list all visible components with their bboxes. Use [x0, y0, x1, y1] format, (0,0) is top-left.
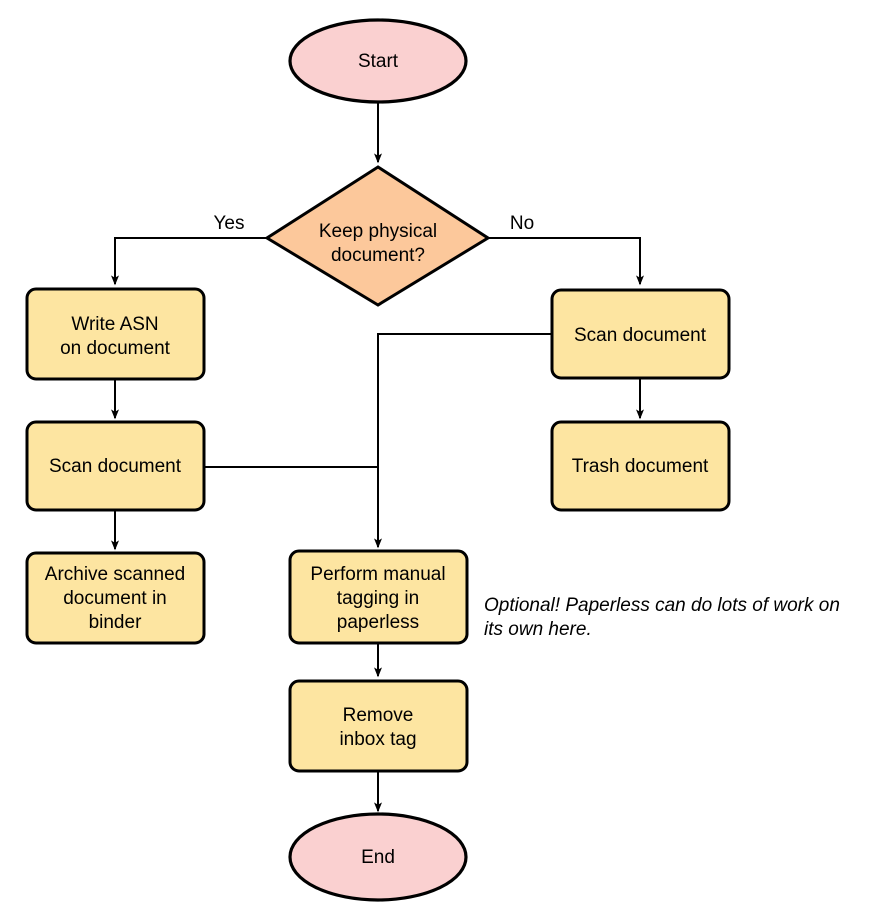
node-start[interactable]: Start: [288, 18, 468, 104]
edge-scan-right-to-manual-tagging: [374, 333, 552, 549]
scan-document-left-box: [25, 420, 206, 512]
archive-label-line2: document in: [63, 588, 167, 609]
node-scan-document-left[interactable]: Scan document: [25, 420, 206, 512]
annotation-line1: Optional! Paperless can do lots of work …: [484, 595, 840, 616]
archive-label-line3: binder: [89, 612, 142, 633]
node-trash-document[interactable]: Trash document: [550, 420, 731, 512]
remove-inbox-label-line1: Remove: [343, 705, 414, 726]
decision-diamond: [264, 165, 491, 307]
edge-labels-layer: Yes No: [214, 213, 535, 234]
node-remove-inbox-tag[interactable]: Remove inbox tag: [288, 679, 469, 773]
scan-document-right-box: [550, 288, 731, 380]
node-write-asn[interactable]: Write ASN on document: [25, 287, 206, 381]
edge-decision-yes-to-write-asn: [111, 237, 267, 286]
end-label: End: [361, 847, 395, 868]
remove-inbox-label-line2: inbox tag: [339, 729, 416, 750]
write-asn-label-line2: on document: [60, 338, 171, 359]
annotation-line2: its own here.: [484, 619, 592, 640]
edge-label-no: No: [510, 213, 534, 234]
scan-document-left-label: Scan document: [49, 456, 182, 477]
archive-box: [25, 551, 206, 645]
write-asn-box: [25, 287, 206, 381]
scan-document-right-label: Scan document: [574, 325, 707, 346]
node-scan-document-right[interactable]: Scan document: [550, 288, 731, 380]
decision-label-line1: Keep physical: [319, 221, 437, 242]
end-ellipse: [288, 812, 468, 902]
edge-decision-no-to-scan-right: [488, 237, 644, 286]
start-ellipse: [288, 18, 468, 104]
annotation-optional-paperless: Optional! Paperless can do lots of work …: [484, 595, 840, 640]
manual-tagging-label-line2: tagging in: [337, 588, 419, 609]
edge-label-yes: Yes: [214, 213, 245, 234]
node-decision-keep-physical-document[interactable]: Keep physical document?: [264, 165, 491, 307]
node-end[interactable]: End: [288, 812, 468, 902]
manual-tagging-box: [288, 549, 469, 645]
node-perform-manual-tagging[interactable]: Perform manual tagging in paperless: [288, 549, 469, 645]
manual-tagging-label-line1: Perform manual: [310, 564, 445, 585]
archive-label-line1: Archive scanned: [45, 564, 185, 585]
node-archive-scanned-document[interactable]: Archive scanned document in binder: [25, 551, 206, 645]
edges-layer: [111, 102, 644, 813]
manual-tagging-label-line3: paperless: [337, 612, 419, 633]
decision-label-line2: document?: [331, 245, 425, 266]
trash-document-label: Trash document: [572, 456, 709, 477]
write-asn-label-line1: Write ASN: [71, 314, 158, 335]
trash-document-box: [550, 420, 731, 512]
remove-inbox-tag-box: [288, 679, 469, 773]
start-label: Start: [358, 51, 399, 72]
